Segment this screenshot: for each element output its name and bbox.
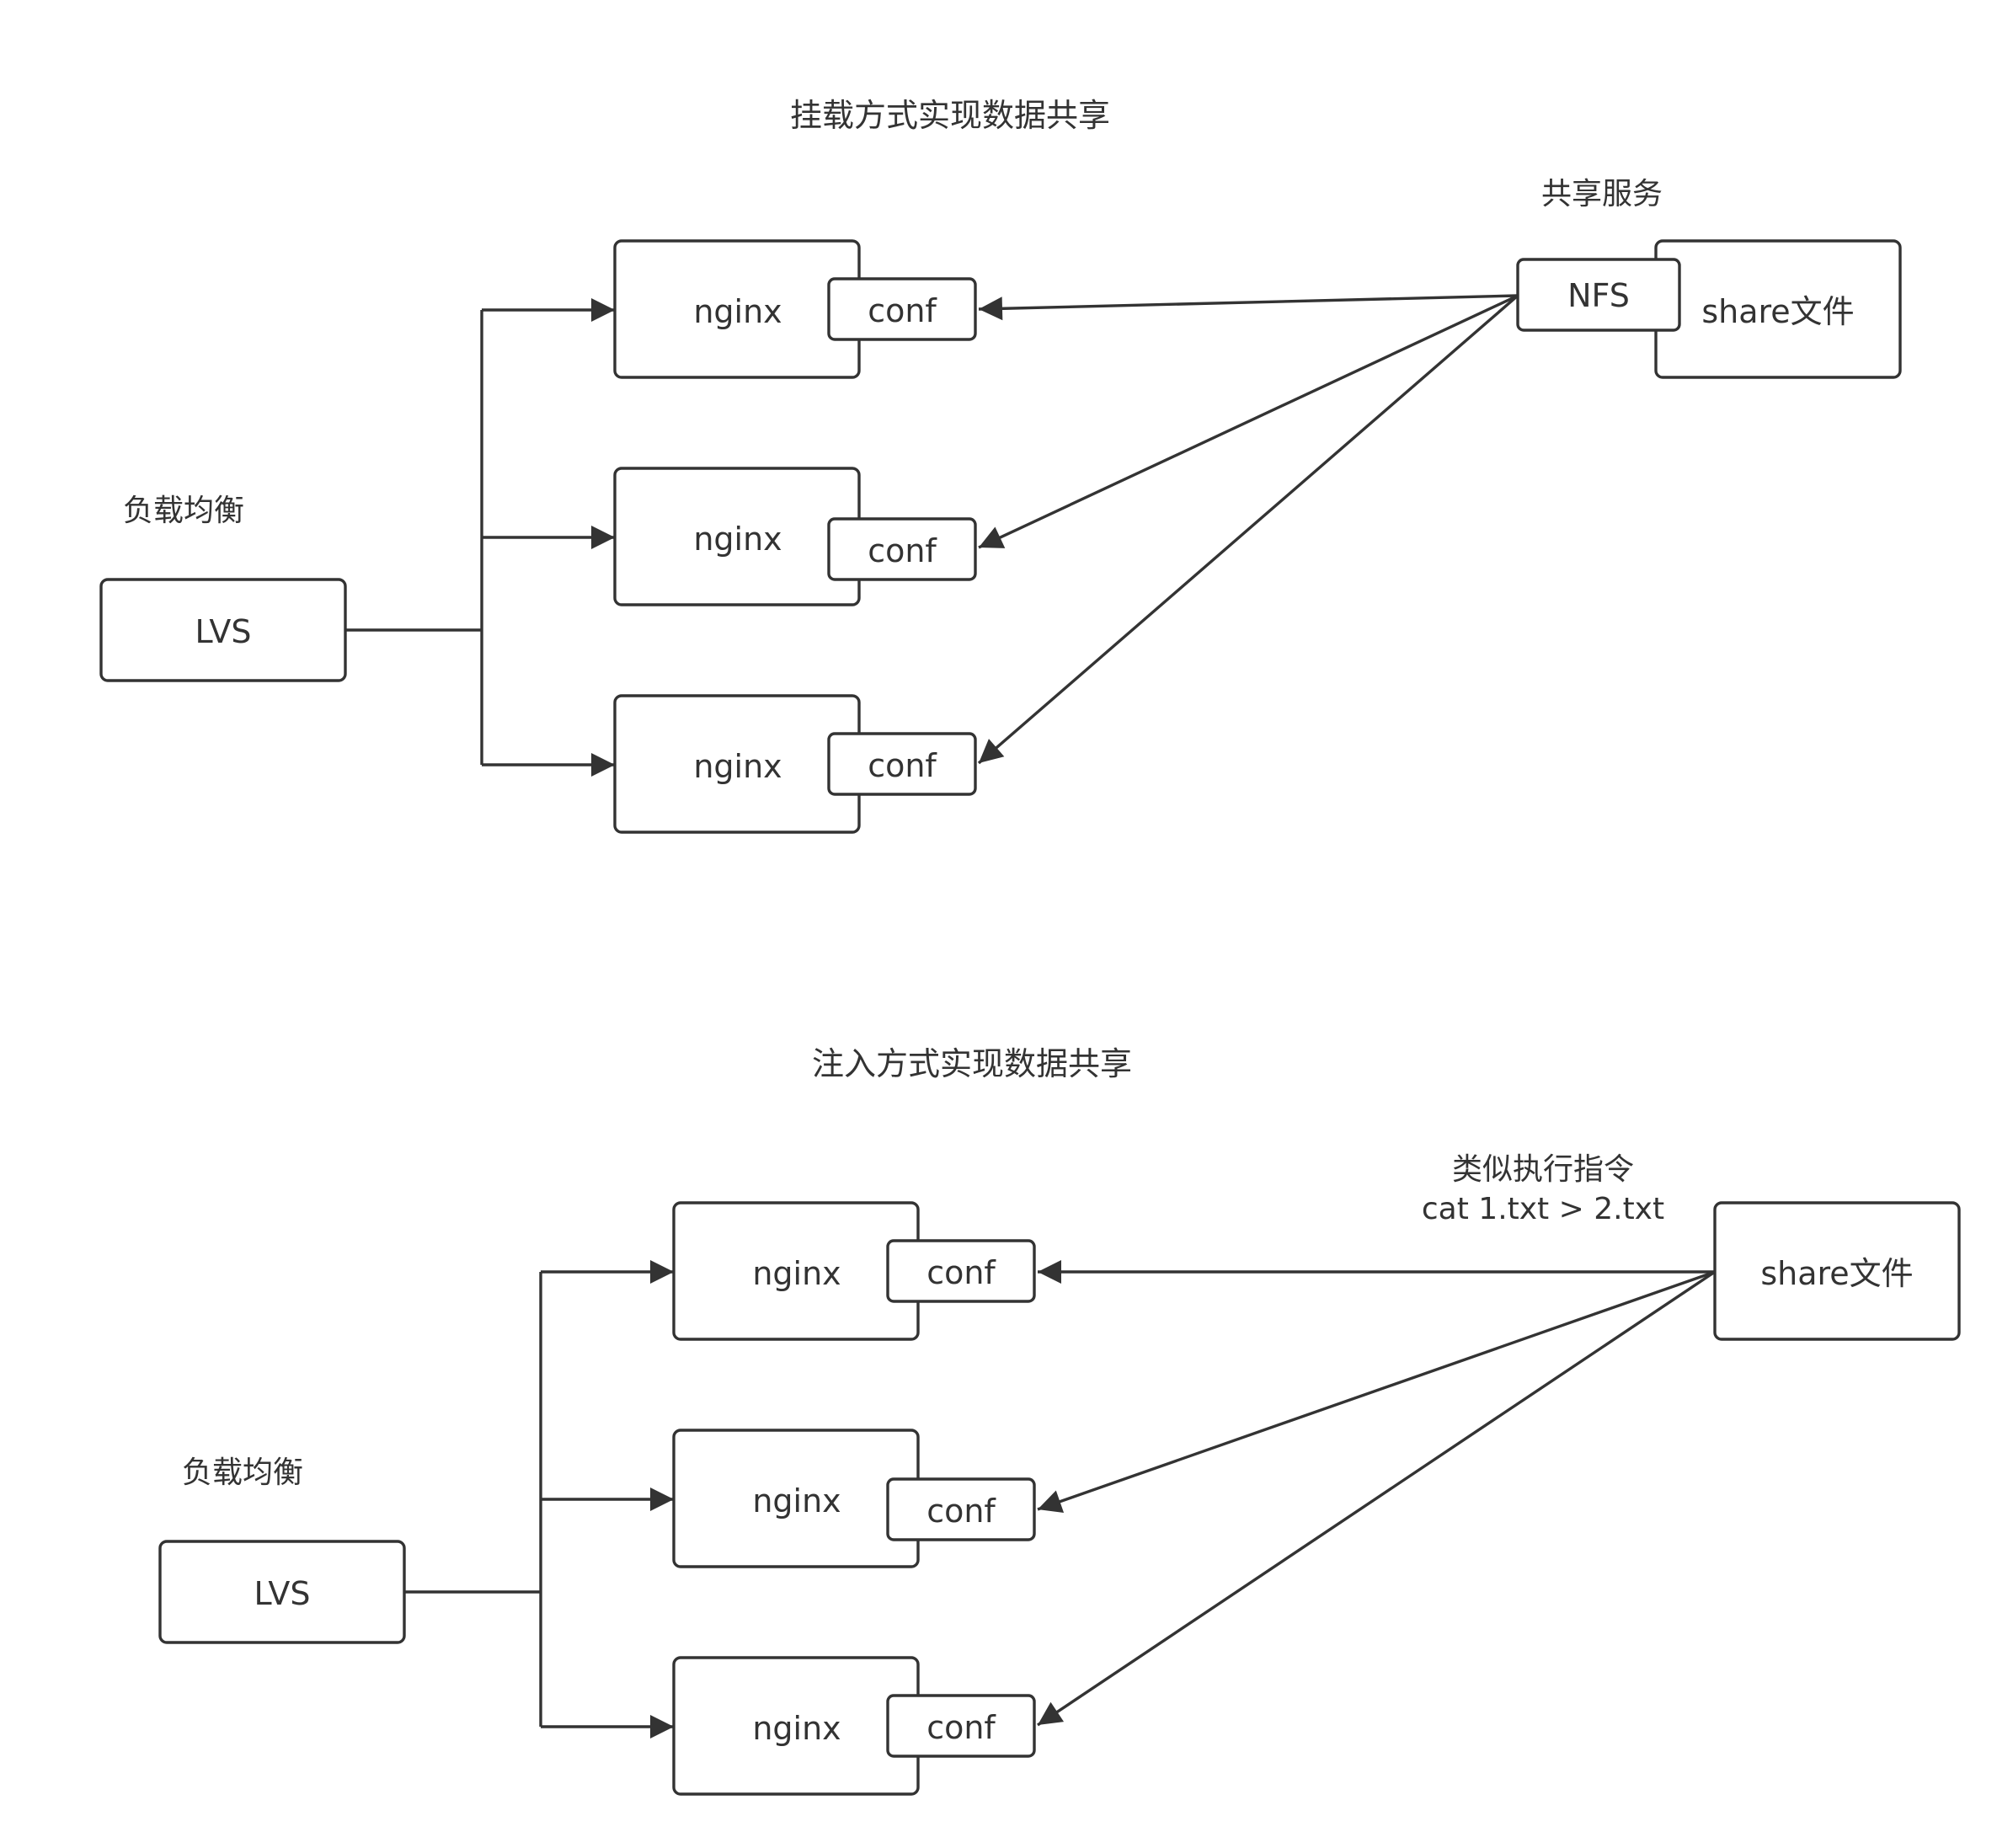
lvs-node[interactable]: LVS (158, 1540, 406, 1644)
lvs-connector (404, 1272, 542, 1727)
conf-label: conf (926, 1709, 996, 1746)
share-file-label: share文件 (1701, 293, 1854, 330)
diagram-title: 挂载方式实现数据共享 (790, 97, 1110, 134)
nginx-node[interactable]: nginx conf (613, 239, 977, 379)
load-balancer-caption: 负载均衡 (123, 494, 244, 528)
nginx-label: nginx (693, 293, 782, 330)
lvs-label: LVS (195, 613, 251, 650)
edge-share-conf-3 (1037, 1270, 1716, 1727)
diagram-inject: 注入方式实现数据共享 负载均衡 LVS nginx conf nginx (158, 1045, 1961, 1796)
conf-label: conf (868, 292, 937, 329)
nginx-node[interactable]: nginx conf (613, 694, 977, 834)
conf-node[interactable]: conf (827, 732, 977, 796)
lvs-label: LVS (254, 1575, 310, 1612)
conf-label: conf (926, 1493, 996, 1530)
edge-nfs-conf-3 (977, 294, 1519, 765)
conf-node[interactable]: conf (886, 1477, 1036, 1541)
nginx-node[interactable]: nginx conf (613, 467, 977, 606)
nginx-node[interactable]: nginx conf (672, 1429, 1036, 1568)
edge-share-conf-2 (1037, 1270, 1716, 1513)
load-balancer-caption: 负载均衡 (182, 1455, 303, 1490)
conf-label: conf (868, 747, 937, 784)
share-file-node[interactable]: share文件 (1713, 1201, 1961, 1341)
diagram-mount: 挂载方式实现数据共享 负载均衡 LVS nginx conf nginx (99, 97, 1902, 834)
command-caption: cat 1.txt > 2.txt (1422, 1192, 1664, 1226)
conf-node[interactable]: conf (886, 1239, 1036, 1303)
nfs-label: NFS (1567, 277, 1630, 314)
nginx-label: nginx (693, 748, 782, 785)
nginx-node[interactable]: nginx conf (672, 1201, 1036, 1341)
share-file-label: share文件 (1760, 1255, 1913, 1292)
conf-node[interactable]: conf (827, 277, 977, 341)
conf-node[interactable]: conf (827, 517, 977, 581)
edge-nfs-conf-1 (978, 294, 1519, 321)
nginx-label: nginx (752, 1710, 841, 1747)
diagram-title: 注入方式实现数据共享 (812, 1045, 1132, 1082)
conf-node[interactable]: conf (886, 1694, 1036, 1758)
lvs-node[interactable]: LVS (99, 578, 347, 682)
shared-service-caption: 共享服务 (1541, 177, 1663, 211)
nginx-label: nginx (693, 521, 782, 558)
share-file-node[interactable]: share文件 (1654, 239, 1902, 379)
conf-label: conf (868, 532, 937, 569)
nginx-node[interactable]: nginx conf (672, 1656, 1036, 1796)
nginx-label: nginx (752, 1255, 841, 1292)
nfs-node[interactable]: NFS (1516, 258, 1681, 332)
conf-label: conf (926, 1254, 996, 1291)
nginx-label: nginx (752, 1482, 841, 1520)
command-caption: 类似执行指令 (1452, 1152, 1634, 1187)
lvs-connector (345, 310, 483, 765)
edge-nfs-conf-2 (978, 294, 1519, 549)
